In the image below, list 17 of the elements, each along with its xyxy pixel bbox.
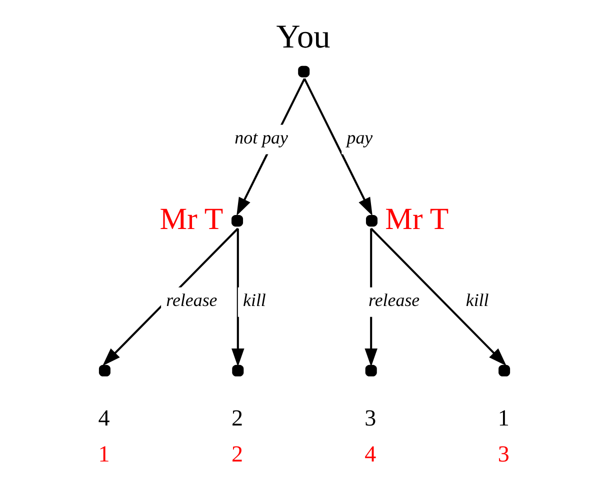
edge-label: not pay [234, 128, 288, 148]
node-label: 1 [497, 404, 509, 431]
edge-label: kill [465, 290, 488, 310]
node-label: You [276, 18, 330, 56]
node-label: 4 [364, 440, 376, 466]
node-label: 2 [230, 404, 243, 431]
node-label: 1 [98, 440, 110, 466]
edge-label: pay [346, 128, 372, 148]
node-label: Mr T [159, 202, 223, 236]
node-label: 2 [230, 440, 243, 466]
node-label: 3 [364, 404, 376, 431]
node-label: Mr T [384, 202, 448, 236]
node-label: 3 [497, 440, 509, 466]
edge-label: release [368, 290, 420, 310]
edge-label: kill [242, 290, 266, 310]
edge-label: release [166, 290, 217, 310]
node-label: 4 [98, 404, 110, 431]
